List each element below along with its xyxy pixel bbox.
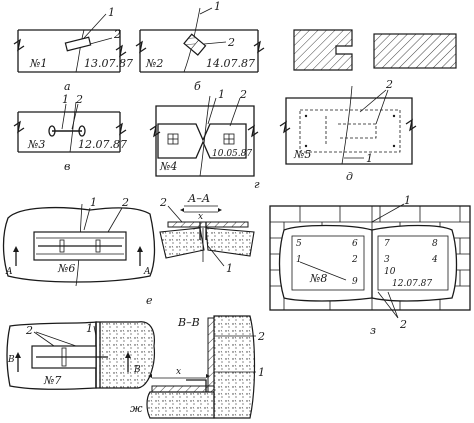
callout-2: 2 (239, 88, 247, 101)
panel-b-date: 14.07.87 (206, 57, 255, 70)
callout-1: 1 (108, 6, 115, 19)
panel-v-date: 12.07.87 (78, 138, 127, 151)
cell-3: 3 (384, 255, 390, 265)
cell-10: 10 (384, 267, 396, 277)
panel-v-caption: в (64, 160, 70, 173)
panel-b: 1 2 №2 14.07.87 б (135, 0, 265, 93)
cell-5: 5 (296, 239, 302, 249)
panel-a-date: 13.07.87 (84, 57, 133, 70)
panel-z: 5 6 7 8 1 2 3 4 10 9 №8 12.07.87 1 2 з (269, 194, 471, 337)
panel-b-caption: б (194, 80, 201, 93)
section-letter: B (133, 365, 141, 375)
cell-6: 6 (352, 239, 358, 249)
panel-e: A A 1 2 №6 е (2, 196, 156, 307)
callout-2: 2 (385, 78, 393, 91)
cell-9: 9 (352, 277, 358, 287)
panel-z-number: №8 (309, 272, 327, 285)
section-b-b-mark: x (176, 367, 181, 377)
section-a-a-title: А–А (187, 192, 210, 205)
cell-1: 1 (296, 255, 302, 265)
panel-g: 1 2 №4 10.05.87 г (149, 88, 260, 191)
panel-g-caption: г (254, 178, 260, 191)
section-b-b: В–В x 2 1 (146, 315, 265, 419)
callout-2: 2 (75, 93, 83, 106)
section-letter: B (7, 355, 15, 365)
callout-2: 2 (113, 28, 121, 41)
callout-1: 1 (214, 0, 221, 13)
panel-zh: B B 2 1 №7 ж (6, 321, 155, 415)
callout-1: 1 (86, 322, 93, 335)
panel-g-date: 10.05.87 (212, 149, 252, 159)
panel-a: 1 2 №1 13.07.87 а (13, 6, 133, 93)
callout-1: 1 (62, 93, 69, 106)
callout-2: 2 (227, 36, 235, 49)
panel-d-caption: д (346, 170, 353, 183)
cell-2: 2 (351, 255, 358, 265)
callout-1: 1 (218, 88, 225, 101)
telltale-plate-icon (64, 36, 92, 52)
panel-z-caption: з (370, 324, 376, 337)
panel-z-date: 12.07.87 (392, 279, 432, 289)
callout-2: 2 (399, 318, 407, 331)
panel-d-number: №5 (293, 148, 311, 161)
section-b-b-title: В–В (177, 316, 200, 329)
panel-zh-number: №7 (43, 374, 61, 387)
callout-1: 1 (258, 366, 265, 379)
panel-a-number: №1 (29, 57, 47, 70)
pin-icon (78, 125, 86, 137)
section-letter: A (5, 267, 13, 277)
panel-v-number: №3 (27, 138, 45, 151)
panel-v: 1 2 №3 12.07.87 в (13, 93, 127, 173)
callout-1: 1 (226, 262, 233, 275)
section-a-a-mark: x (198, 212, 203, 222)
callout-1: 1 (404, 194, 411, 207)
section-a-a: А–А x 2 1 (159, 192, 255, 275)
panel-d: 2 1 №5 д (279, 78, 417, 183)
callout-2: 2 (159, 196, 167, 209)
panel-e-caption: е (146, 294, 153, 307)
callout-1: 1 (366, 152, 373, 165)
cell-8: 8 (432, 239, 438, 249)
panel-a-caption: а (64, 80, 71, 93)
callout-2: 2 (257, 330, 265, 343)
panel-g-number: №4 (159, 160, 177, 173)
panel-zh-caption: ж (130, 402, 143, 415)
plate-profiles (293, 29, 457, 71)
pin-icon (48, 125, 56, 137)
callout-2: 2 (121, 196, 129, 209)
cell-4: 4 (431, 255, 438, 265)
callout-2: 2 (25, 324, 33, 337)
section-letter: A (143, 267, 151, 277)
cell-7: 7 (384, 239, 390, 249)
panel-b-number: №2 (145, 57, 163, 70)
callout-1: 1 (90, 196, 97, 209)
panel-e-number: №6 (57, 262, 75, 275)
